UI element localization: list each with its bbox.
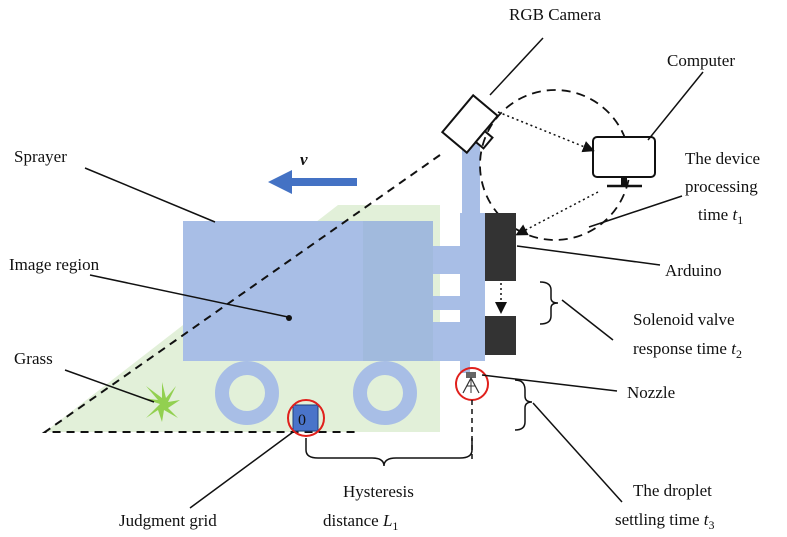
sprayer-body-overlap [363, 221, 433, 361]
droplet-brace [514, 379, 533, 431]
grass-icon [142, 382, 180, 422]
sprayer-mast [462, 140, 480, 215]
sprayer-arm-lower [433, 296, 463, 310]
nozzle-icon [462, 372, 480, 394]
grass-label: Grass [14, 349, 53, 368]
solenoid-label-line2: response time t2 [633, 339, 742, 361]
rgb-camera-label: RGB Camera [509, 5, 602, 24]
velocity-arrow-head [268, 170, 292, 194]
image-region-pointer [89, 274, 289, 318]
judgment-grid-cell [292, 404, 319, 432]
hysteresis-label-line1: Hysteresis [343, 482, 414, 501]
computer-icon [592, 136, 656, 188]
velocity-label: v [300, 150, 308, 169]
device-time-label-line1: The device [685, 149, 760, 168]
solenoid-valve [485, 316, 516, 355]
device-time-label-line3: time t1 [698, 205, 743, 227]
camera-field-of-view [41, 154, 441, 433]
arduino-pointer [516, 245, 661, 266]
droplet-pointer [532, 402, 623, 503]
judgment-grid-label: Judgment grid [119, 511, 217, 530]
device-time-label-line2: processing [685, 177, 758, 196]
grass-pointer [64, 369, 155, 403]
rear-wheel [353, 361, 417, 425]
arduino-board [485, 213, 516, 281]
judgment-grid-value: 0 [298, 412, 306, 429]
judgment-grid-pointer [189, 431, 294, 509]
nozzle-label: Nozzle [627, 383, 675, 402]
sprayer-pointer [84, 167, 216, 223]
device-time-pointer [588, 195, 683, 228]
solenoid-pointer [561, 299, 614, 341]
arduino-label: Arduino [665, 261, 722, 280]
image-region-point [286, 315, 292, 321]
image-region-label: Image region [9, 255, 100, 274]
droplet-label-line2: settling time t3 [615, 510, 715, 532]
solenoid-label-line1: Solenoid valve [633, 310, 735, 329]
camera-to-computer-arrow [497, 111, 595, 153]
hysteresis-label-line2: distance L1 [323, 511, 398, 533]
nozzle-pointer [481, 374, 618, 392]
sprayer-vertical-bar [460, 213, 485, 361]
sprayer-arm-upper [433, 246, 463, 274]
sprayer-arm-bottom [433, 322, 463, 361]
judgment-grid-highlight [287, 399, 325, 437]
nozzle-pipe [460, 355, 470, 373]
computer-pointer [647, 71, 704, 141]
sprayer-label: Sprayer [14, 147, 67, 166]
computer-label: Computer [667, 51, 735, 70]
hysteresis-brace [305, 438, 473, 467]
solenoid-brace [539, 281, 559, 325]
droplet-label-line1: The droplet [633, 481, 712, 500]
computer-to-arduino-arrow [515, 191, 599, 236]
front-wheel [215, 361, 279, 425]
rgb-camera-pointer [489, 37, 544, 96]
